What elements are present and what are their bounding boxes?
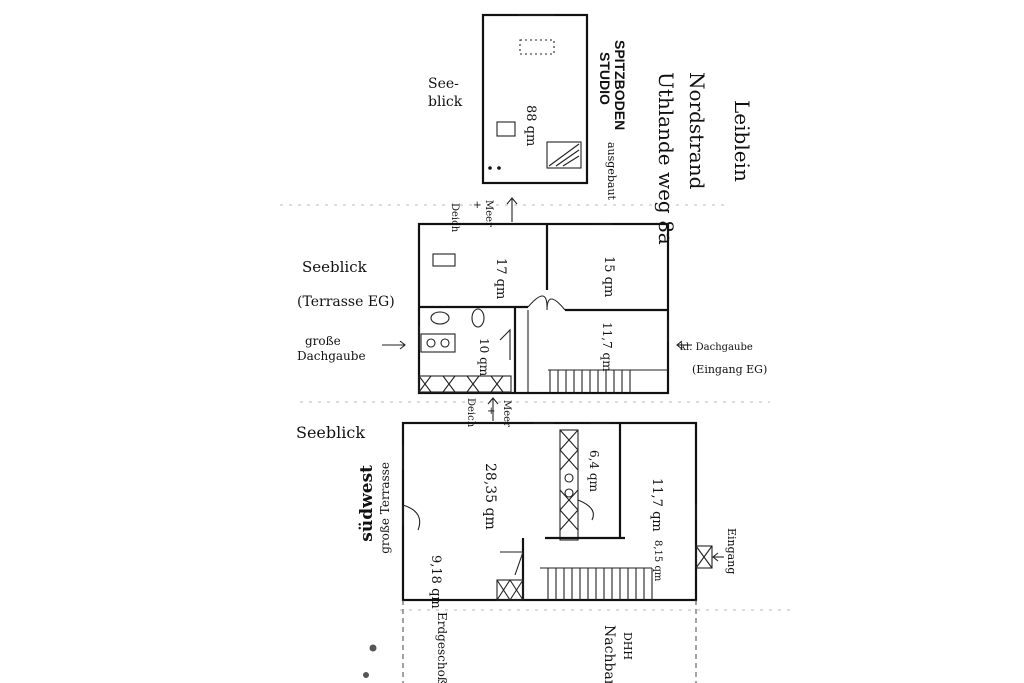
upper-room-a-area: 17 qm [493,258,508,299]
attic-note: ausgebaut [605,142,618,201]
attic-socket [488,166,492,170]
upper-skylight [432,253,456,267]
attic-view-line1: See- [428,76,459,92]
address-name: Leiblein [730,100,754,182]
ground-stove [564,473,574,483]
ground-kitchen-area: 6,4 qm [587,450,601,493]
ground-view-label: Seeblick [296,423,365,442]
upper-marker-line3: Meer [483,200,494,227]
neighbor-label-line1: Nachbar [601,625,617,683]
upper-terrace-label: (Terrasse EG) [297,294,395,310]
attic-view-line2: blick [428,94,463,110]
attic-skylight-top [519,39,555,55]
ground-stairs [540,567,653,600]
ground-marker-line1: Deich [465,398,476,428]
neighbor-label-line2: DHH [621,632,634,660]
upper-room-c-area: 10 qm [477,338,491,377]
upper-view-label: Seeblick [302,258,368,276]
scan-speck-2 [363,672,369,678]
address-street: Uthlande weg 8a [654,72,678,245]
address-town: Nordstrand [685,72,709,190]
upper-door-swing-left [527,295,548,308]
upper-floor-plan [417,197,670,395]
attic-table [496,121,516,137]
upper-dormer-large-line2: Dachgaube [297,349,366,363]
ground-kitchen-arc [577,499,594,521]
upper-floor-outline [417,222,670,395]
ground-marker-line3: Meer [501,400,512,427]
ground-terrace-line2: große Terrasse [378,462,392,554]
attic-subtitle: STUDIO [597,52,613,105]
ground-floor-plan [401,397,713,683]
ground-kitchen-counter [559,429,579,541]
ground-hatched-box [496,579,524,601]
ground-marker-line2: + [487,406,495,417]
upper-door-swing-right [546,298,566,311]
ground-small-room-area: 9,18 qm [428,555,443,609]
upper-washbasin [471,308,485,328]
upper-entrance-label: (Eingang EG) [692,363,767,376]
upper-hatched-strip [418,375,512,393]
attic-room-area: 88 qm [523,105,538,146]
upper-dormer-small: kl. Dachgaube [680,342,753,353]
upper-stairs [548,369,668,393]
upper-marker-line1: Deich [449,203,460,233]
attic-title: SPITZBODEN [612,40,628,130]
ground-room-right-area: 11,7 qm [649,478,664,532]
upper-room-d-area: 11,7 qm [600,322,614,372]
ground-hall-area: 8,15 qm [652,540,663,582]
upper-marker-line2: + [473,200,481,211]
ground-terrace-line1: südwest [357,465,377,542]
attic-plan [481,13,589,185]
attic-bed-hatch [548,143,580,167]
below-floor-label: Erdgeschoß [435,612,449,683]
upper-shower [499,328,511,360]
ground-entrance-label: Eingang [725,528,738,574]
ground-small-room-door [500,551,524,576]
scan-speck-1 [369,644,377,652]
ground-entrance-step [695,545,713,569]
ground-living-area: 28,35 qm [482,463,498,530]
upper-vanity [420,333,456,353]
upper-dormer-large-line1: große [305,334,341,348]
upper-toilet [430,311,450,325]
ground-terrace-door [402,504,421,531]
attic-bed [546,141,582,169]
upper-room-b-area: 15 qm [601,256,616,297]
